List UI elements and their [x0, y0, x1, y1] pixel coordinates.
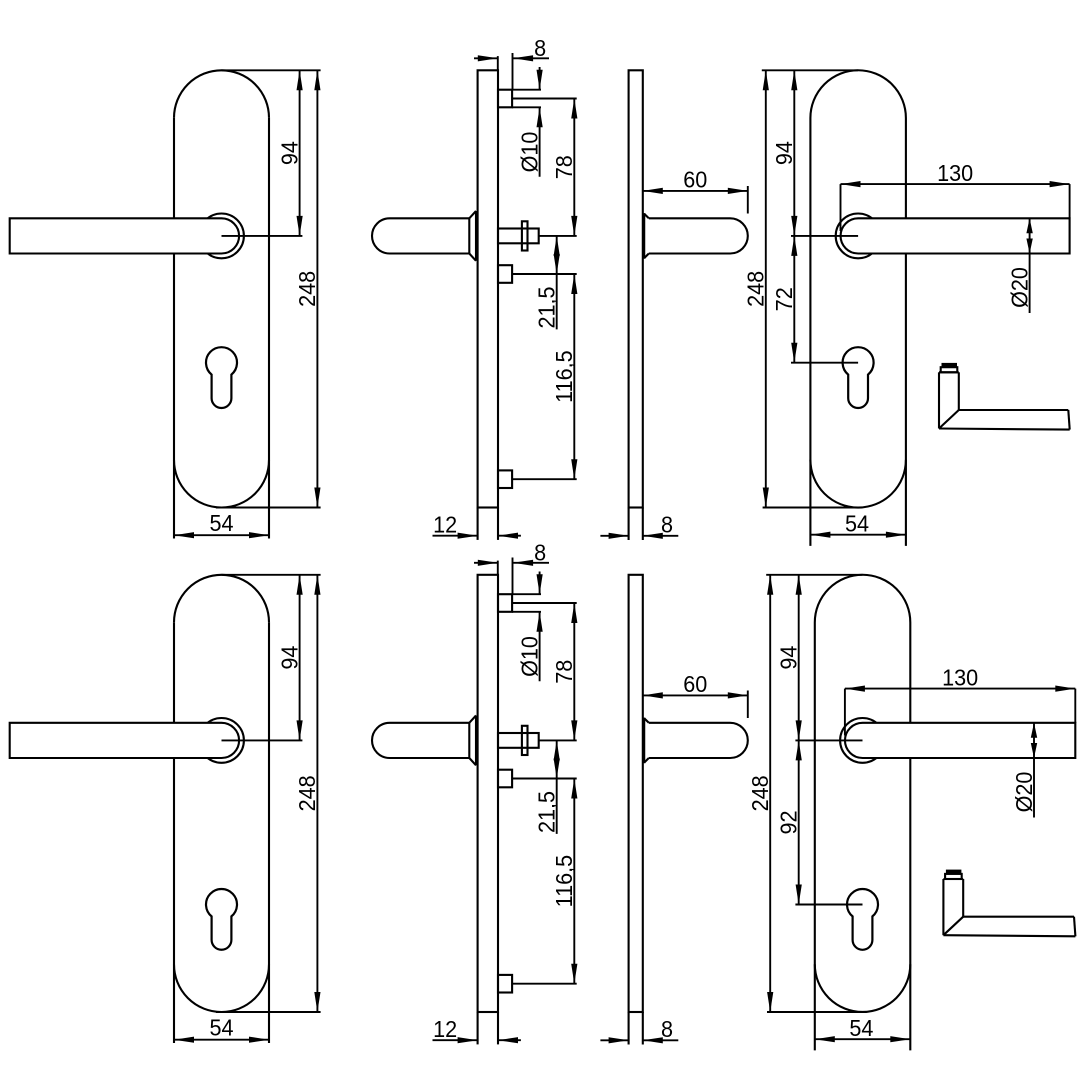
svg-text:78: 78	[551, 660, 577, 684]
svg-text:54: 54	[845, 511, 869, 537]
svg-text:248: 248	[295, 271, 321, 307]
svg-text:116,5: 116,5	[551, 855, 577, 907]
svg-text:94: 94	[277, 141, 303, 165]
svg-text:130: 130	[937, 160, 973, 186]
svg-text:8: 8	[534, 35, 546, 61]
svg-text:248: 248	[747, 775, 773, 811]
svg-text:130: 130	[942, 665, 978, 691]
svg-text:60: 60	[683, 167, 707, 193]
svg-text:Ø20: Ø20	[1011, 772, 1037, 813]
svg-text:54: 54	[209, 1015, 233, 1041]
svg-text:92: 92	[776, 810, 802, 834]
svg-text:72: 72	[771, 287, 797, 311]
svg-text:21,5: 21,5	[534, 791, 560, 833]
svg-text:78: 78	[551, 155, 577, 179]
svg-text:60: 60	[683, 672, 707, 698]
svg-text:Ø10: Ø10	[517, 132, 543, 173]
svg-text:8: 8	[661, 512, 673, 538]
svg-text:54: 54	[209, 510, 233, 536]
svg-text:Ø20: Ø20	[1007, 267, 1033, 308]
svg-text:12: 12	[433, 512, 457, 538]
svg-text:116,5: 116,5	[551, 350, 577, 402]
svg-text:Ø10: Ø10	[517, 636, 543, 677]
svg-text:8: 8	[534, 540, 546, 566]
svg-text:21,5: 21,5	[534, 286, 560, 328]
svg-text:94: 94	[277, 646, 303, 670]
svg-text:12: 12	[433, 1016, 457, 1042]
svg-text:248: 248	[295, 775, 321, 811]
svg-text:8: 8	[661, 1016, 673, 1042]
svg-text:94: 94	[771, 141, 797, 165]
svg-text:248: 248	[743, 271, 769, 307]
svg-text:94: 94	[776, 646, 802, 670]
svg-text:54: 54	[849, 1015, 873, 1041]
